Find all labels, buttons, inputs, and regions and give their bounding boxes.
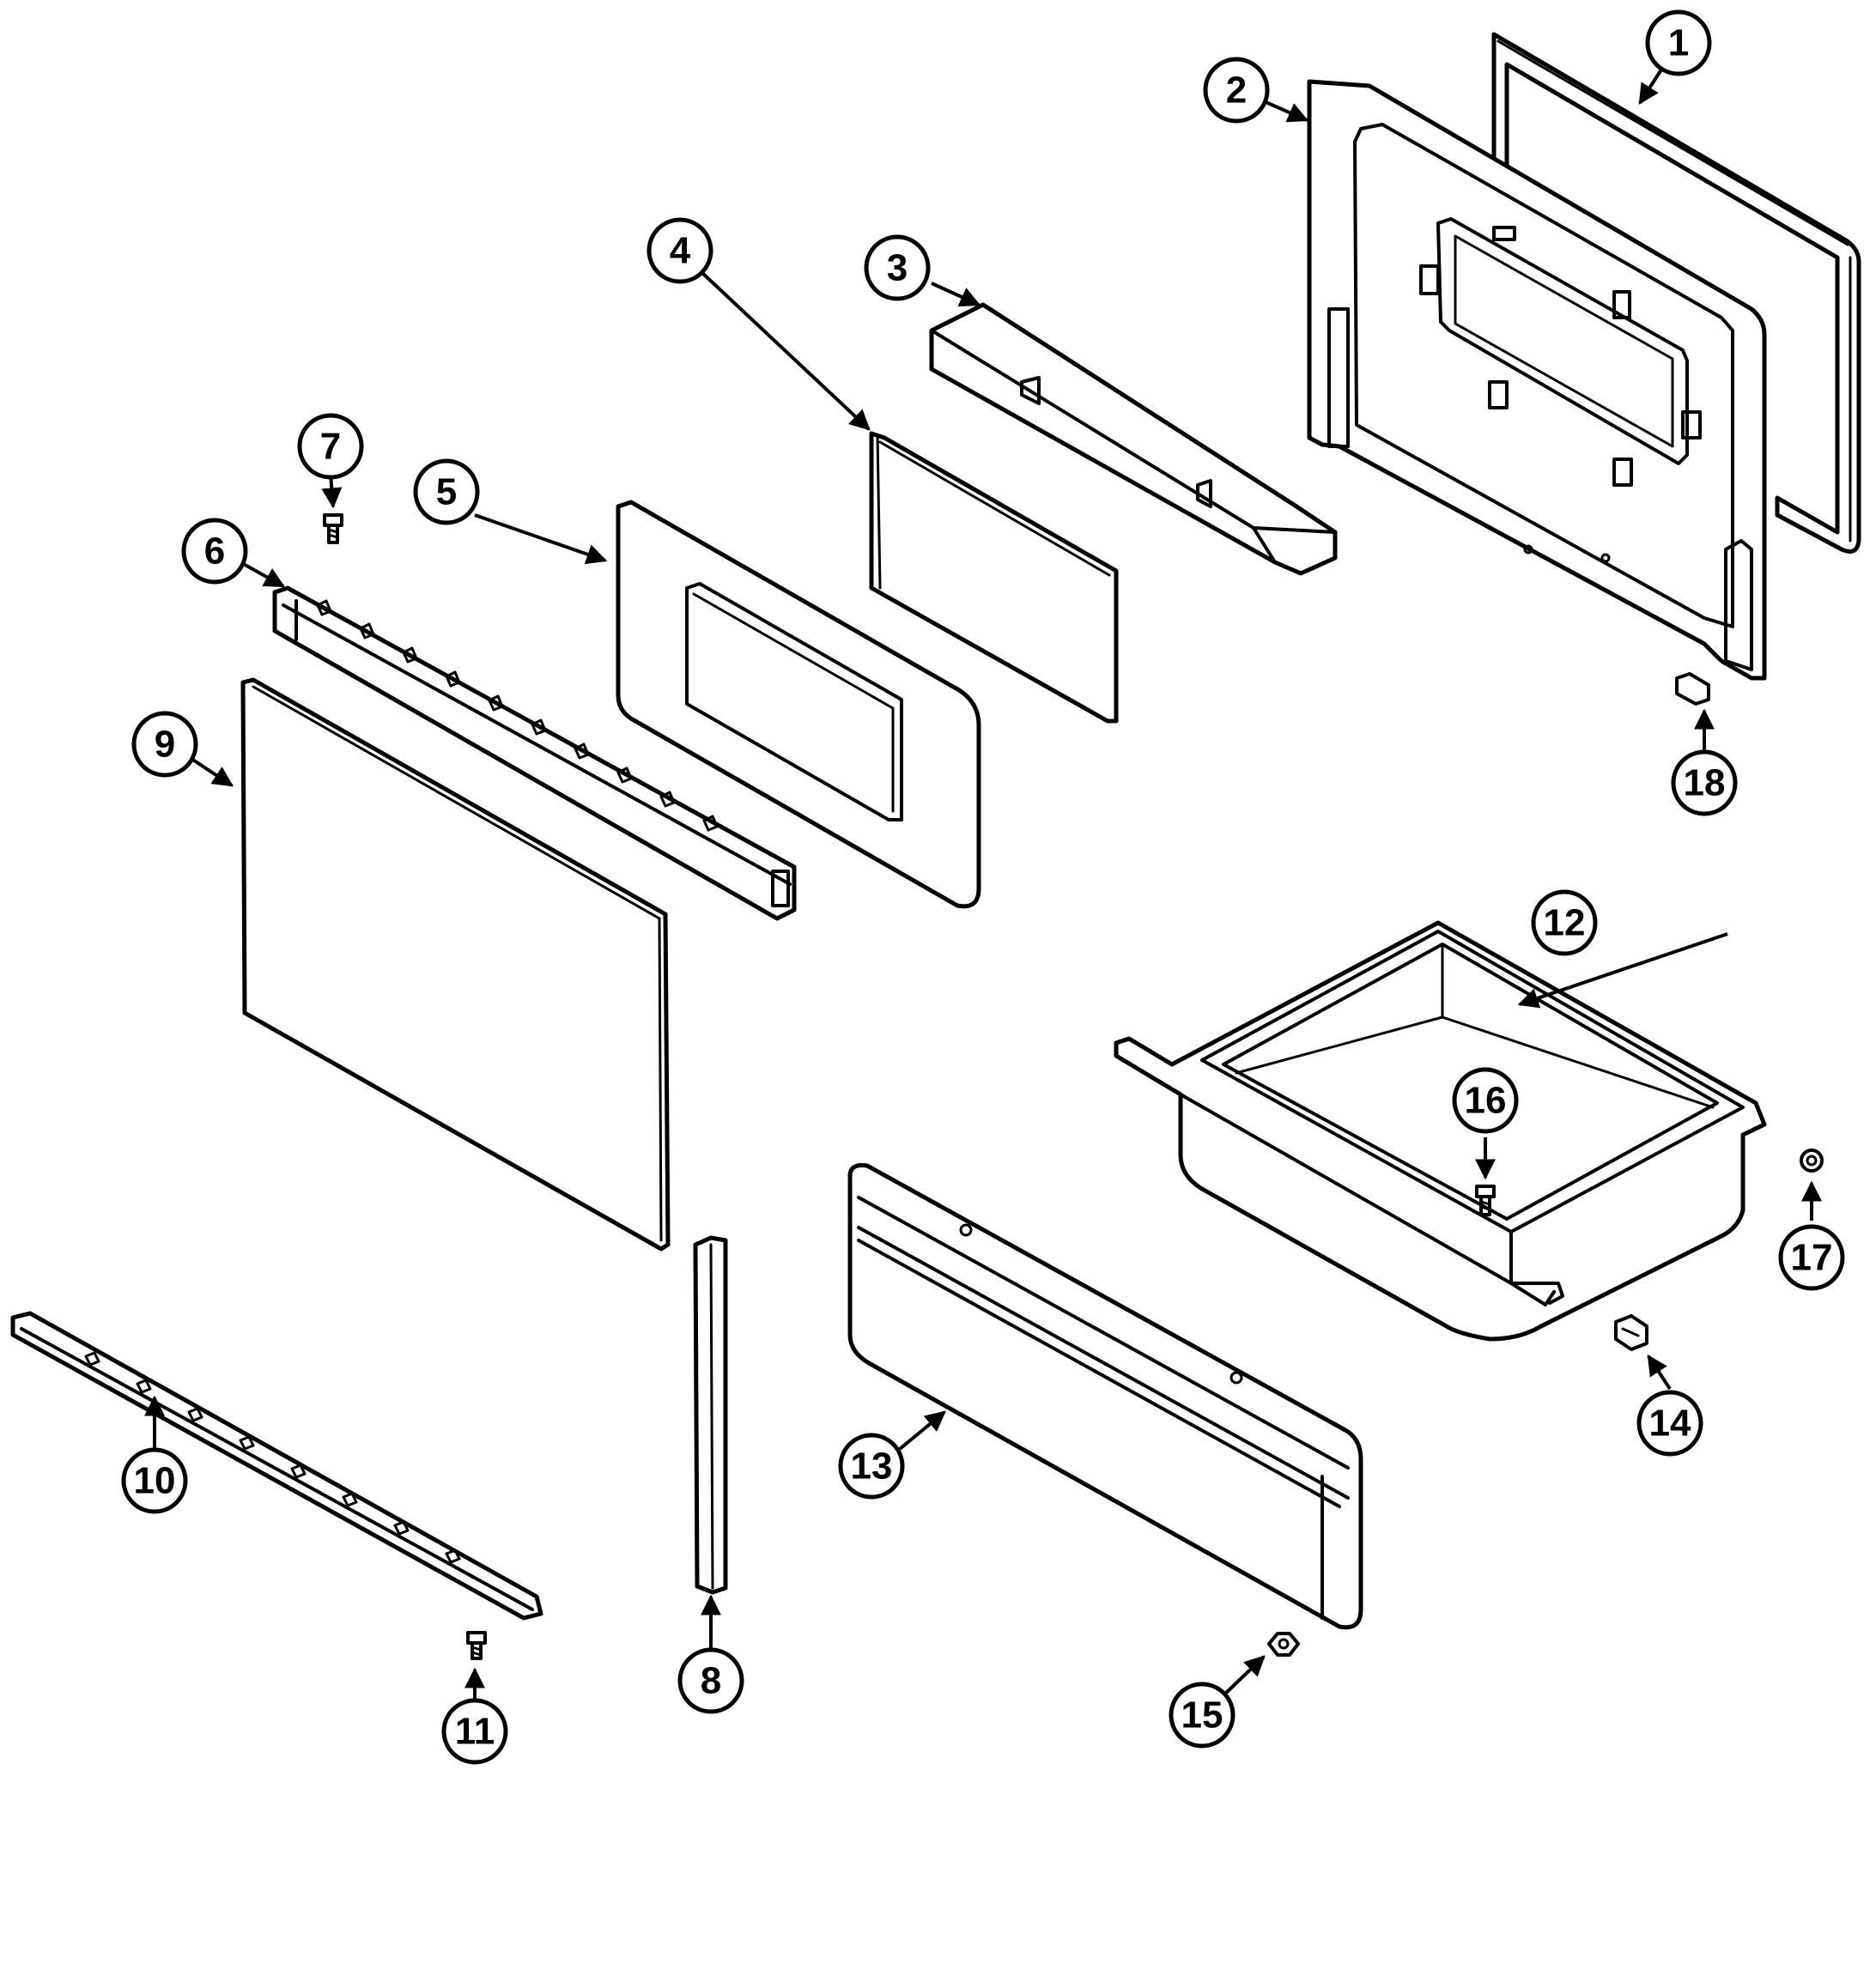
- callout-17-label: 17: [1791, 1237, 1833, 1279]
- callout-3: 3: [864, 234, 931, 301]
- part-8-trim-strip: [693, 1235, 728, 1595]
- callout-14: 14: [1636, 1390, 1703, 1457]
- callout-8-label: 8: [701, 1660, 721, 1702]
- leader-lines: [144, 58, 1822, 1708]
- callout-7-label: 7: [320, 426, 341, 468]
- callout-18: 18: [1671, 749, 1738, 816]
- callout-1: 1: [1645, 9, 1712, 76]
- callout-10-label: 10: [134, 1460, 176, 1502]
- callout-4: 4: [647, 217, 713, 284]
- callout-2-label: 2: [1226, 70, 1247, 112]
- part-7-screw: [323, 513, 343, 544]
- callout-3-label: 3: [887, 247, 908, 289]
- part-5-window-frame: [616, 500, 981, 909]
- part-12-drawer-body: [1114, 920, 1767, 1342]
- callout-5: 5: [413, 458, 480, 525]
- callout-1-label: 1: [1668, 22, 1689, 64]
- part-11-screw: [466, 1631, 487, 1660]
- part-4-glass-pane: [869, 431, 1119, 724]
- callout-6-label: 6: [204, 530, 225, 573]
- callout-18-label: 18: [1684, 762, 1726, 804]
- part-6-door-handle: [272, 585, 797, 921]
- callout-6: 6: [181, 518, 248, 585]
- callout-8: 8: [677, 1647, 744, 1714]
- callout-9-label: 9: [155, 724, 175, 766]
- callout-15-label: 15: [1181, 1694, 1223, 1737]
- part-3-vent-baffle: [929, 302, 1338, 576]
- callout-2: 2: [1203, 57, 1270, 124]
- part-17-stop: [1800, 1149, 1824, 1173]
- part-1-gasket: [1491, 32, 1861, 554]
- callout-17: 17: [1778, 1224, 1845, 1291]
- part-13-drawer-front: [847, 1163, 1363, 1630]
- part-2-inner-door-panel: [1307, 79, 1767, 681]
- callout-12: 12: [1531, 889, 1598, 956]
- callout-15: 15: [1169, 1682, 1235, 1749]
- callout-16-label: 16: [1465, 1080, 1507, 1122]
- callout-7: 7: [297, 413, 364, 480]
- part-10-bottom-rail: [10, 1311, 543, 1621]
- part-18-spacer: [1675, 672, 1710, 706]
- part-15-bumper: [1267, 1632, 1300, 1657]
- callout-11: 11: [441, 1698, 508, 1765]
- callout-10: 10: [121, 1447, 188, 1514]
- callout-16: 16: [1452, 1067, 1519, 1134]
- part-9-outer-door-panel: [240, 677, 671, 1252]
- callout-13: 13: [838, 1433, 905, 1500]
- callout-13-label: 13: [851, 1446, 893, 1488]
- callout-9: 9: [131, 711, 198, 778]
- callout-12-label: 12: [1544, 902, 1586, 944]
- callout-14-label: 14: [1649, 1403, 1691, 1445]
- callout-5-label: 5: [436, 471, 457, 513]
- callout-11-label: 11: [455, 1711, 495, 1753]
- part-16-screw: [1475, 1185, 1496, 1216]
- part-14-clip: [1614, 1314, 1648, 1351]
- callout-4-label: 4: [670, 230, 691, 272]
